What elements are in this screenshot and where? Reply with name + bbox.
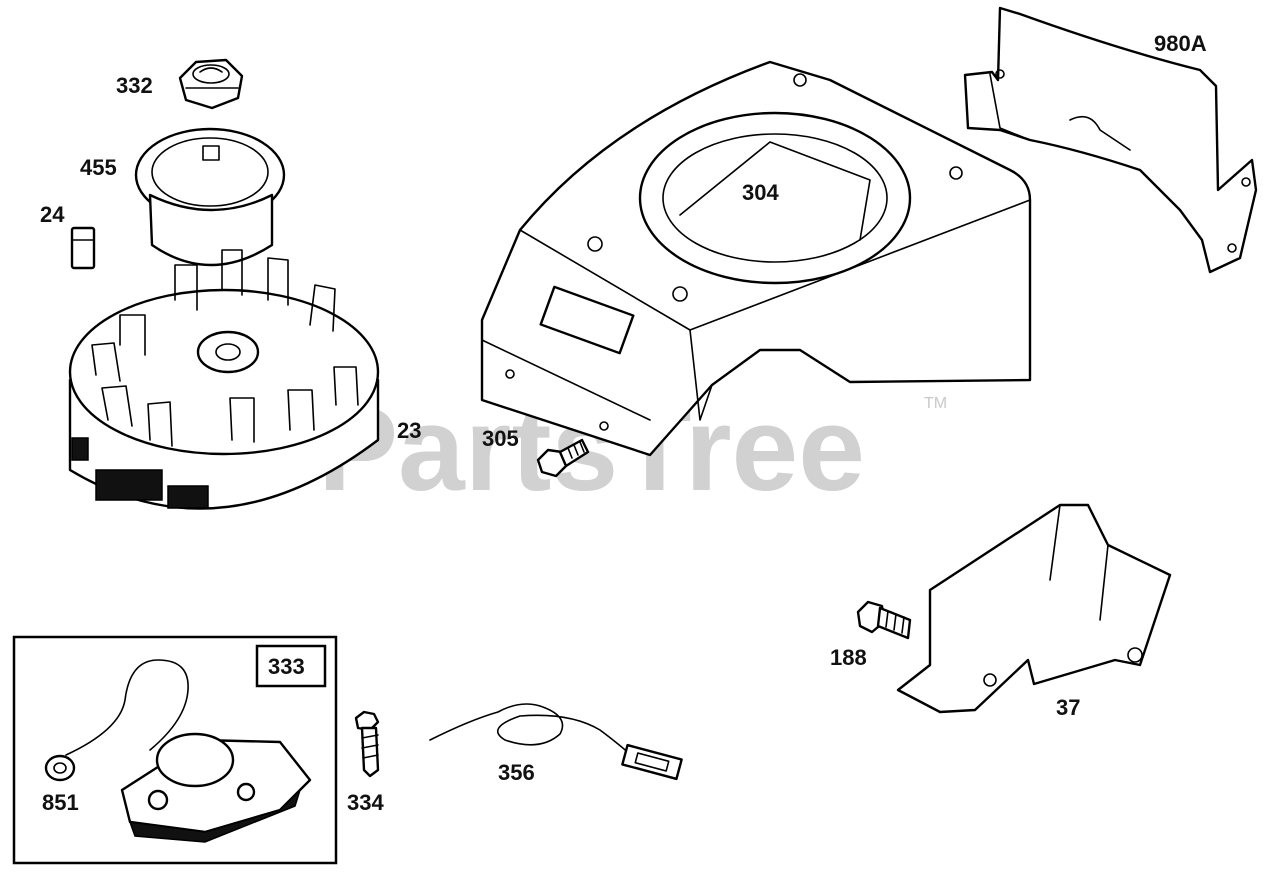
part-332-nut[interactable]	[178, 58, 244, 110]
part-188-bolt[interactable]	[856, 600, 912, 640]
part-334-screw[interactable]	[354, 710, 380, 778]
callout-188: 188	[830, 645, 867, 670]
part-980a-baffle[interactable]	[963, 6, 1258, 274]
part-24-key[interactable]	[70, 226, 96, 270]
callout-980a: 980A	[1154, 31, 1207, 56]
callout-304: 304	[742, 180, 779, 205]
part-304-blower-housing[interactable]	[480, 60, 1032, 457]
part-37-bracket[interactable]	[896, 503, 1172, 714]
callout-23: 23	[397, 418, 421, 443]
callout-37: 37	[1056, 695, 1080, 720]
part-305-bolt[interactable]	[536, 438, 590, 478]
callout-24: 24	[40, 202, 65, 227]
callouts: 332 455 24 23 304 305 980A 188 37 333 85…	[40, 31, 1207, 815]
callout-455: 455	[80, 155, 117, 180]
callout-356: 356	[498, 760, 535, 785]
part-23-flywheel[interactable]	[68, 249, 380, 510]
callout-334: 334	[347, 790, 384, 815]
part-356-ground-wire[interactable]	[429, 703, 683, 781]
callout-333: 333	[268, 654, 305, 679]
callout-305: 305	[482, 426, 519, 451]
part-851-connector[interactable]	[44, 754, 76, 782]
part-333-ignition-module[interactable]	[12, 635, 338, 865]
watermark-trademark: TM	[924, 395, 947, 412]
callout-851: 851	[42, 790, 79, 815]
part-455-cup[interactable]	[134, 127, 286, 267]
callout-332: 332	[116, 73, 153, 98]
